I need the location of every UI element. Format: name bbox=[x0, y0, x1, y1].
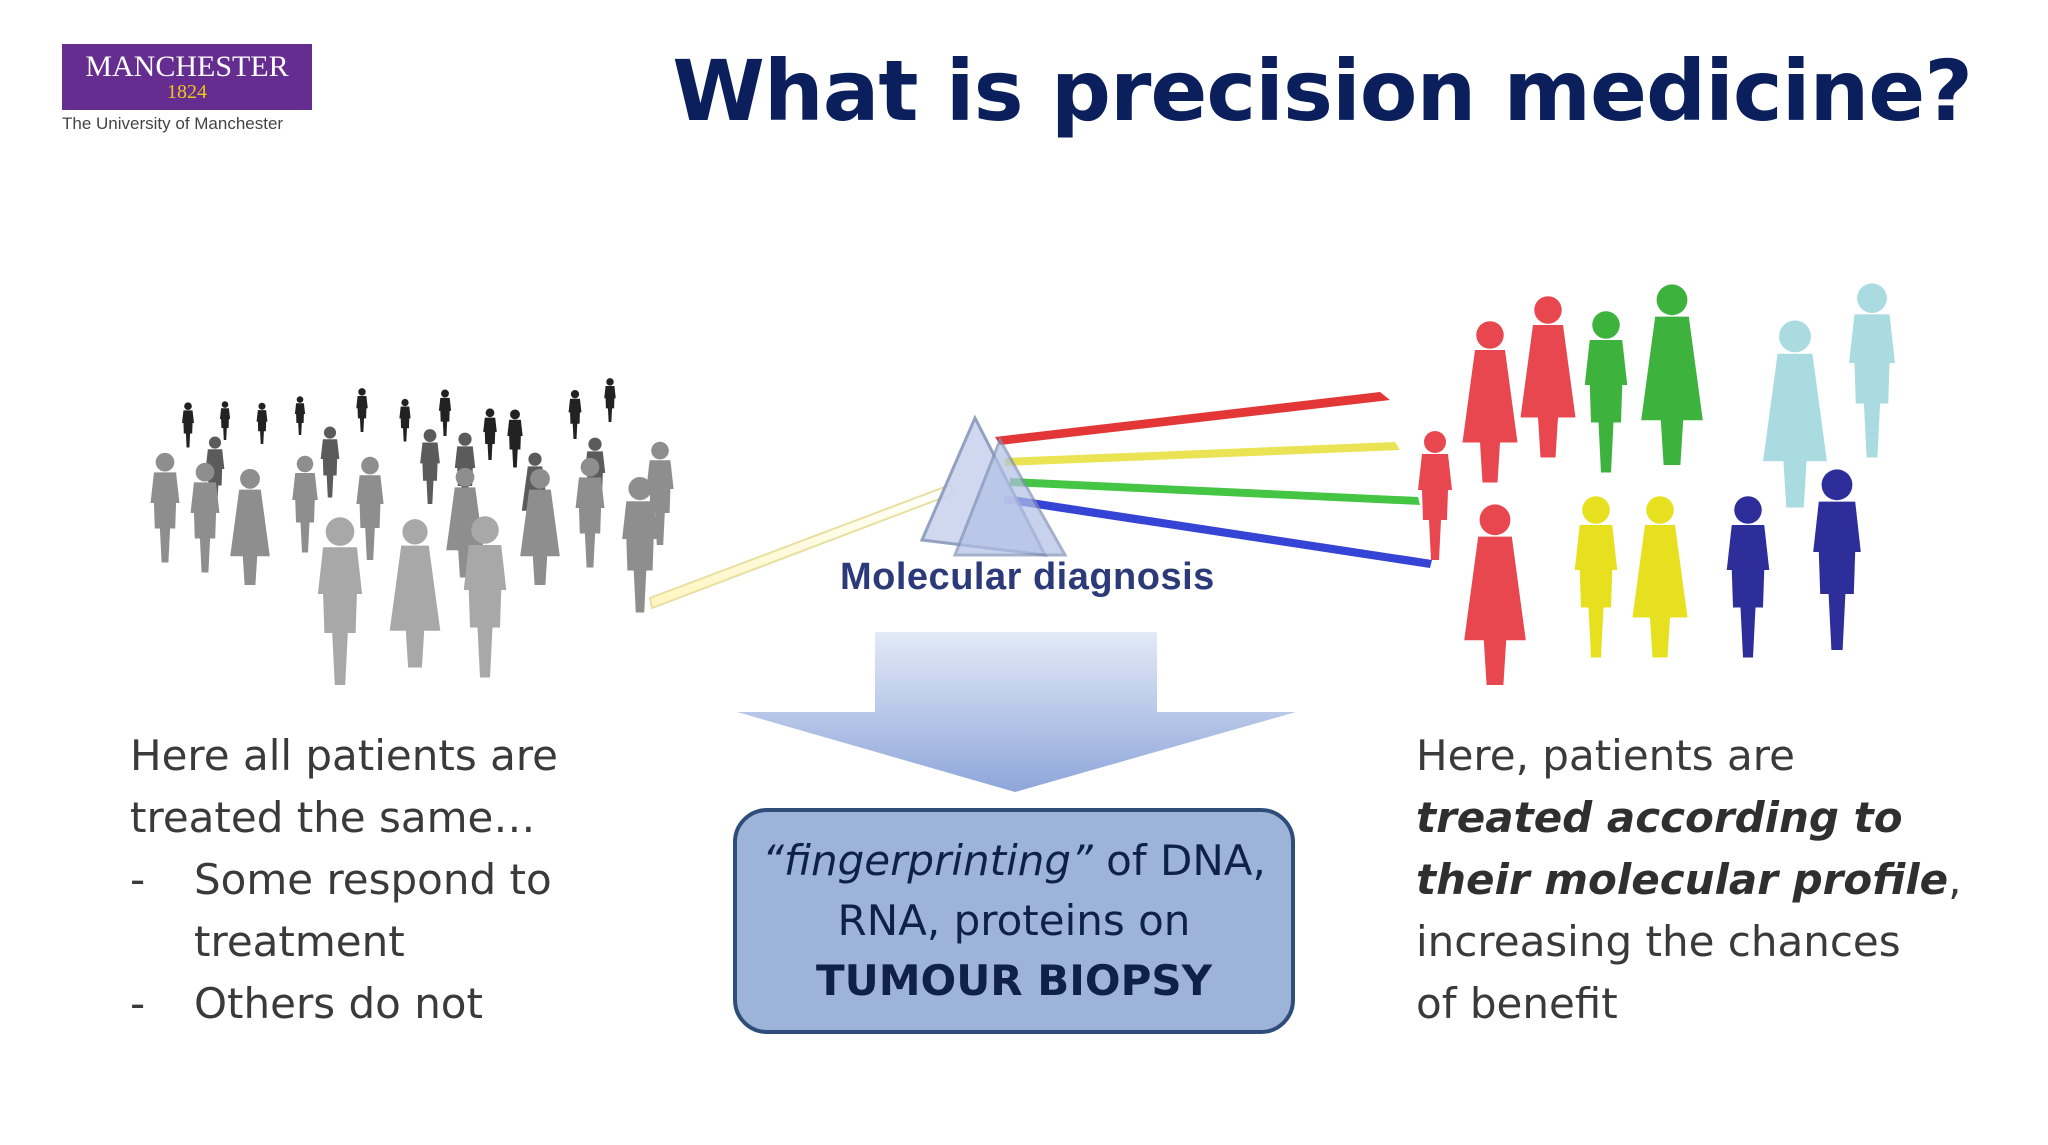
group-green bbox=[1584, 284, 1703, 473]
university-logo: MANCHESTER 1824 The University of Manche… bbox=[62, 44, 312, 134]
right-line-1: Here, patients are bbox=[1416, 731, 1795, 780]
logo-badge: MANCHESTER 1824 bbox=[62, 44, 312, 110]
bullet-dash: - bbox=[130, 979, 146, 1028]
right-line-4: increasing the chances bbox=[1416, 917, 1901, 966]
left-description: Here all patients are treated the same… … bbox=[130, 725, 650, 1035]
logo-name: MANCHESTER bbox=[85, 50, 289, 83]
spectrum-rays bbox=[995, 392, 1432, 568]
bullet-2-text-1: Others do not bbox=[194, 979, 483, 1028]
right-description: Here, patients are treated according to … bbox=[1416, 725, 1976, 1035]
crowd-grey-illustration bbox=[150, 378, 674, 685]
left-line-2: treated the same… bbox=[130, 793, 536, 842]
callout-line-1: of DNA, bbox=[1092, 836, 1266, 885]
bullet-1-text-2: treatment bbox=[194, 917, 405, 966]
stratified-patient-groups bbox=[1418, 283, 1895, 685]
right-line-3-comma: , bbox=[1948, 855, 1962, 904]
logo-subtitle: The University of Manchester bbox=[62, 114, 284, 133]
prism-label: Molecular diagnosis bbox=[840, 556, 1215, 598]
callout-line-2: RNA, proteins on bbox=[837, 896, 1191, 945]
callout-italic: “fingerprinting” bbox=[762, 836, 1093, 885]
logo-year: 1824 bbox=[167, 81, 207, 103]
prism-icon bbox=[919, 414, 1068, 557]
group-yellow bbox=[1574, 496, 1688, 658]
left-bullet-1: - Some respond to treatment bbox=[130, 849, 650, 973]
down-arrow bbox=[737, 632, 1296, 792]
left-bullet-2: - Others do not bbox=[130, 973, 650, 1035]
left-line-1: Here all patients are bbox=[130, 731, 558, 780]
group-red bbox=[1418, 296, 1576, 685]
callout-line-3: TUMOUR BIOPSY bbox=[815, 956, 1213, 1005]
bullet-1-text-1: Some respond to bbox=[194, 855, 552, 904]
slide-title: What is precision medicine? bbox=[672, 42, 1973, 140]
bullet-dash: - bbox=[130, 855, 146, 904]
right-line-3: their molecular profile bbox=[1416, 855, 1949, 904]
biopsy-callout: “fingerprinting” of DNA, RNA, proteins o… bbox=[733, 808, 1295, 1034]
right-line-2: treated according to bbox=[1416, 793, 1903, 842]
right-line-5: of benefit bbox=[1416, 979, 1618, 1028]
